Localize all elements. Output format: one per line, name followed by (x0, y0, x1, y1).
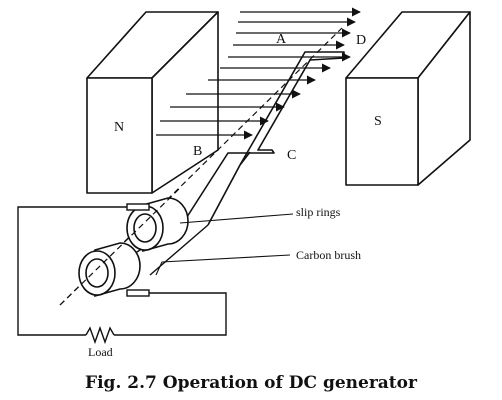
slip-rings-label: slip rings (296, 205, 341, 219)
external-circuit (17, 206, 227, 345)
carbon-brush-upper (126, 203, 150, 211)
armature-coil (184, 51, 345, 226)
carbon-brush-lower (126, 289, 150, 297)
load-resistor (85, 325, 115, 345)
north-pole-label: N (114, 120, 124, 135)
magnetic-field-lines (156, 7, 361, 140)
point-d-label: D (356, 33, 366, 48)
point-c-label: C (287, 148, 296, 163)
load-label: Load (88, 345, 113, 359)
south-magnet (345, 11, 471, 186)
point-b-label: B (193, 144, 202, 159)
point-a-label: A (276, 32, 287, 47)
north-magnet (86, 11, 219, 194)
carbon-brush-label: Carbon brush (296, 248, 361, 262)
figure-caption: Fig. 2.7 Operation of DC generator (85, 373, 418, 393)
slip-ring-upper (126, 197, 189, 253)
south-pole-label: S (374, 114, 382, 129)
callout-lines (155, 213, 294, 276)
rotation-axis-through-rings (59, 187, 181, 306)
slip-ring-lower (78, 242, 141, 298)
